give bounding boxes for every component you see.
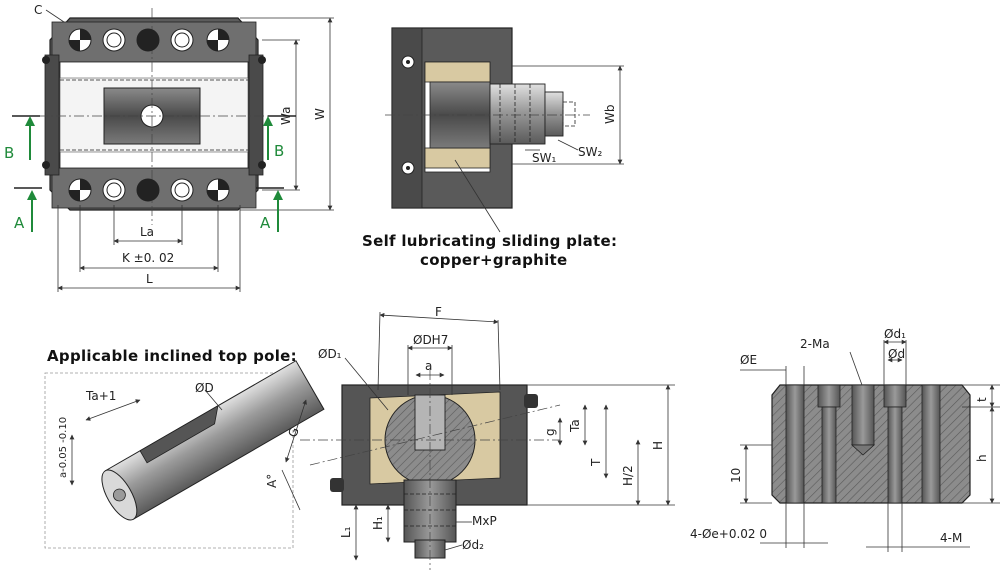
section-arrow-a-left — [27, 190, 37, 232]
ta-label: Ta — [568, 419, 582, 433]
oe-holes-label: 4-Øe+0.02 0 — [690, 527, 767, 541]
l-label: L — [146, 272, 153, 286]
pole-ta1-label: Ta+1 — [85, 389, 116, 403]
top-view-c-label: C — [34, 3, 42, 17]
inclined-pole — [101, 360, 325, 521]
m4-label: 4-M — [940, 531, 962, 545]
pole-view: Ta+1 ØD a-0.05 -0.10 — [44, 360, 325, 549]
lubrication-caption-line2: copper+graphite — [420, 251, 568, 269]
side-view: Wb SW₁ SW₂ — [385, 27, 624, 233]
l1-label: L₁ — [339, 526, 353, 538]
top-row-screws — [68, 28, 230, 52]
h-label: H — [651, 441, 665, 450]
right-rail — [248, 54, 264, 176]
od-plate-label: Ød — [888, 347, 905, 361]
lubrication-caption-line1: Self lubricating sliding plate: — [362, 232, 618, 250]
angle-label: A° — [265, 474, 279, 488]
left-rail — [44, 54, 60, 176]
plate-view: ØE 2-Ma Ød₁ Ød t h 10 4-Øe+0.02 0 4-M — [690, 327, 1000, 552]
t-plate-label: t — [975, 397, 989, 402]
section-view: F ØDH7 a ØD₁ G g Ta T H/2 H A° L₁ H₁ — [265, 305, 675, 570]
t-label: T — [589, 458, 603, 467]
sw1-label: SW₁ — [532, 151, 556, 165]
top-view: C Wa W La K ±0. 02 L — [4, 3, 334, 292]
w-label: W — [313, 108, 327, 120]
f-label: F — [435, 305, 442, 319]
oe-label: ØE — [740, 353, 757, 367]
side-shaft-collar — [544, 91, 564, 137]
h1-label: H₁ — [371, 516, 385, 530]
la-label: La — [140, 225, 154, 239]
sw2-label: SW₂ — [578, 145, 602, 159]
od1-plate-label: Ød₁ — [884, 327, 906, 341]
upper-bronze-plate — [424, 61, 491, 83]
pole-od-label: ØD — [195, 381, 214, 395]
od1-label: ØD₁ — [318, 347, 342, 361]
od2-label: Ød₂ — [462, 538, 484, 552]
b-left-label: B — [4, 144, 14, 162]
h2-label: H/2 — [621, 465, 635, 486]
section-arrow-b-right — [263, 116, 273, 160]
ma-label: 2-Ma — [800, 337, 830, 351]
pole-a-tolerance-label: a-0.05 -0.10 — [58, 417, 69, 478]
g-upper-label: G — [286, 426, 302, 439]
b-right-label: B — [274, 142, 284, 160]
a-right-label: A — [260, 214, 271, 232]
bottom-row-screws — [68, 178, 230, 202]
ten-label: 10 — [729, 468, 743, 483]
a-left-label: A — [14, 214, 25, 232]
lower-bronze-plate — [424, 147, 491, 169]
pole-heading: Applicable inclined top pole: — [47, 347, 297, 365]
odh7-label: ØDH7 — [413, 333, 448, 347]
section-arrow-a-right — [273, 190, 283, 232]
section-arrow-b-left — [25, 116, 35, 160]
h-plate-label: h — [975, 454, 989, 462]
g-lower-label: g — [543, 428, 557, 436]
plate-holes — [785, 384, 941, 504]
mxp-label: MxP — [472, 514, 497, 528]
k-label: K ±0. 02 — [122, 251, 174, 265]
wb-label: Wb — [603, 105, 617, 124]
side-view-end-plate — [391, 27, 423, 209]
section-a-label: a — [425, 359, 432, 373]
side-shaft — [489, 83, 546, 145]
